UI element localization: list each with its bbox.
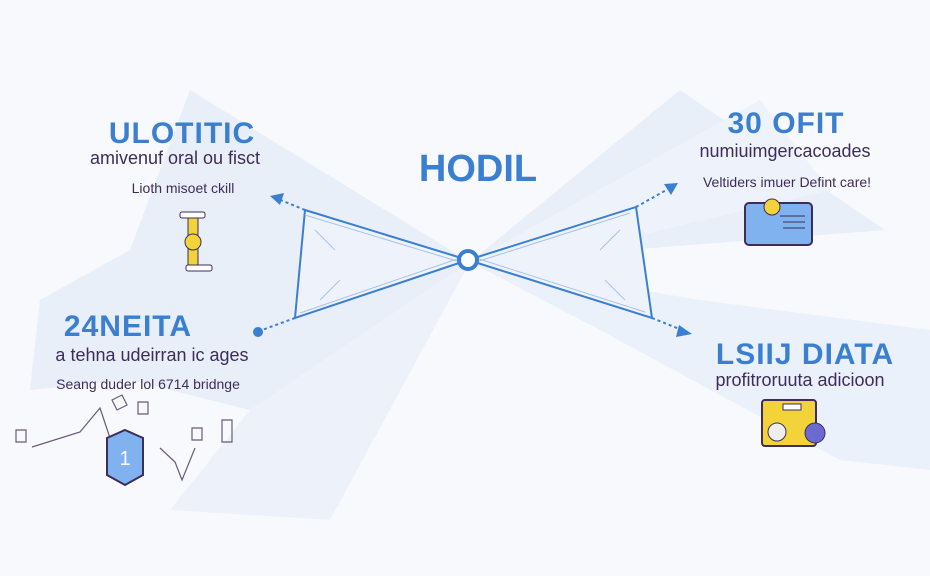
panel-3-subtitle: a tehna udeirran ic ages [55, 345, 249, 365]
card-icon [744, 198, 813, 246]
arrow-down-right-icon [676, 325, 692, 337]
shield-icon [106, 428, 144, 487]
panel-4-heading: LSIIJ DIATA [715, 338, 895, 371]
panel-2-note: Veltiders imuer Defint care! [702, 174, 872, 190]
network-sketch [15, 394, 233, 482]
panel-1-subtitle: amivenuf oral ou fisct [89, 148, 261, 168]
chart-card-icon [761, 399, 826, 447]
center-title: HODIL [418, 148, 538, 190]
panel-3-note: Seang duder lol 6714 bridnge [56, 376, 240, 392]
endpoint-dot [253, 327, 263, 337]
panel-1-note: Lioth misoet ckill [131, 180, 235, 196]
panel-2-heading: 30 OFIT [727, 107, 845, 140]
shield-number: 1 [119, 448, 131, 470]
center-node [457, 249, 479, 271]
left-triangle [293, 208, 472, 320]
valve-icon [179, 211, 213, 272]
panel-1-heading: ULOTITIC [108, 117, 256, 150]
panel-3-heading: 24NEITA [63, 310, 193, 343]
arrow-up-right-icon [664, 183, 678, 195]
panel-4-subtitle: profitroruuta adicioon [715, 370, 885, 390]
panel-2-subtitle: numiuimgercacoades [699, 141, 871, 161]
arrow-up-left-icon [270, 193, 284, 205]
right-triangle [464, 205, 654, 320]
